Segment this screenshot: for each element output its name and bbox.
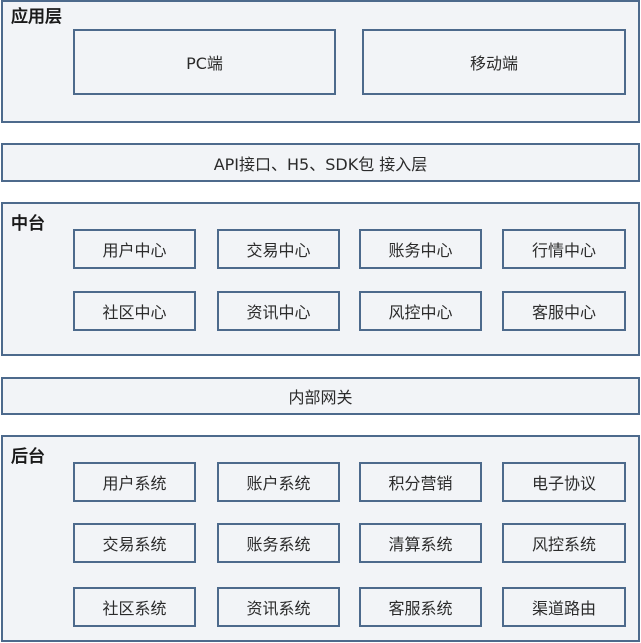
- internal-gateway-bar: 内部网关: [1, 377, 640, 415]
- backend-item-community-system: 社区系统: [73, 587, 196, 627]
- pc-client-box: PC端: [73, 29, 336, 95]
- middle-item-market-center: 行情中心: [502, 229, 626, 269]
- middle-item-news-center: 资讯中心: [217, 291, 340, 331]
- backend-item-user-system: 用户系统: [73, 462, 196, 502]
- backend-item-risk-system: 风控系统: [502, 523, 626, 563]
- backend-item-channel-routing: 渠道路由: [502, 587, 626, 627]
- middle-item-community-center: 社区中心: [73, 291, 196, 331]
- middle-platform-panel: 中台: [1, 202, 640, 356]
- middle-item-user-center: 用户中心: [73, 229, 196, 269]
- backend-item-accounting-system: 账务系统: [217, 523, 340, 563]
- middle-platform-title: 中台: [11, 214, 45, 234]
- middle-item-accounting-center: 账务中心: [359, 229, 482, 269]
- backend-item-e-agreement: 电子协议: [502, 462, 626, 502]
- backend-item-service-system: 客服系统: [359, 587, 482, 627]
- middle-item-risk-center: 风控中心: [359, 291, 482, 331]
- backend-item-clearing-system: 清算系统: [359, 523, 482, 563]
- middle-item-service-center: 客服中心: [502, 291, 626, 331]
- app-layer-title: 应用层: [11, 7, 62, 27]
- backend-item-trade-system: 交易系统: [73, 523, 196, 563]
- backend-item-account-system: 账户系统: [217, 462, 340, 502]
- backend-item-news-system: 资讯系统: [217, 587, 340, 627]
- backend-item-points-marketing: 积分营销: [359, 462, 482, 502]
- access-layer-bar: API接口、H5、SDK包 接入层: [1, 143, 640, 182]
- mobile-client-box: 移动端: [362, 29, 626, 95]
- backend-title: 后台: [11, 447, 45, 467]
- middle-item-trade-center: 交易中心: [217, 229, 340, 269]
